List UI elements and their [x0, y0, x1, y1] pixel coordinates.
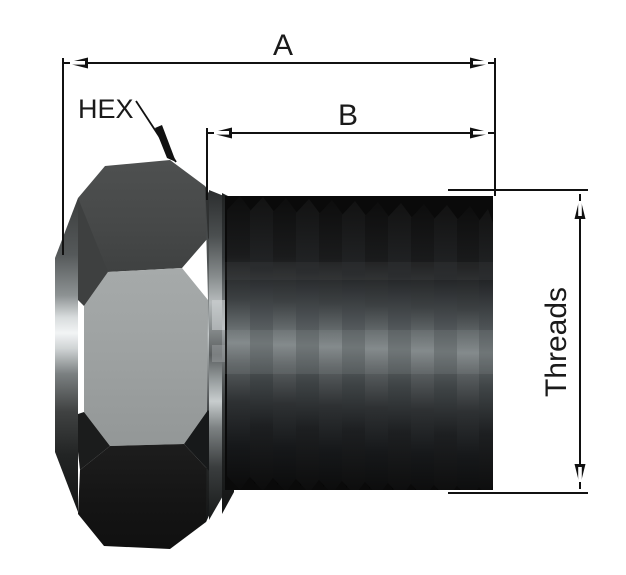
- hex-leader-arrowhead: [155, 125, 176, 162]
- threads-arrow-top: [574, 197, 586, 219]
- thread-highlight-band: [225, 330, 493, 374]
- hex-left-edge-facet: [55, 198, 78, 512]
- thread-tooth: [342, 201, 367, 490]
- thread-section: [225, 196, 493, 490]
- hex-top-facet: [78, 160, 208, 272]
- b-arrow-right: [470, 127, 492, 139]
- thread-tooth: [479, 209, 493, 490]
- thread-tooth: [319, 200, 344, 490]
- thread-tooth: [457, 206, 481, 490]
- thread-highlight-band-2: [225, 262, 493, 280]
- thread-tooth: [388, 203, 413, 490]
- threads-label: Threads: [540, 287, 573, 397]
- thread-tooth: [365, 202, 390, 490]
- a-arrow-left: [66, 57, 88, 69]
- thread-tooth: [227, 196, 252, 490]
- thread-tooth: [434, 205, 459, 490]
- thread-length-dimension[interactable]: B: [206, 99, 496, 200]
- hex-left-upper-band: [78, 198, 108, 306]
- thread-tooth: [411, 204, 436, 490]
- threads-arrow-bottom: [574, 464, 586, 486]
- thread-tooth: [296, 199, 321, 490]
- threads-dimension[interactable]: Threads: [448, 189, 588, 494]
- annotation-layer: A B: [62, 29, 588, 494]
- hex-bottom-facet: [78, 444, 212, 549]
- thread-length-label: B: [338, 99, 358, 132]
- thread-tooth: [250, 197, 275, 490]
- thread-teeth: [225, 196, 493, 490]
- thread-tooth: [273, 198, 298, 490]
- overall-length-label: A: [273, 29, 293, 62]
- hex-callout-label: HEX: [78, 94, 134, 124]
- b-arrow-left: [210, 127, 232, 139]
- hex-right-lower-wedge: [184, 410, 216, 522]
- hex-callout[interactable]: HEX: [78, 94, 177, 163]
- hex-left-lower-band: [78, 412, 110, 470]
- hex-middle-facet: [84, 268, 208, 446]
- hex-head: [55, 160, 216, 549]
- a-arrow-right: [470, 57, 492, 69]
- hex-head-plug-illustration: [55, 160, 493, 549]
